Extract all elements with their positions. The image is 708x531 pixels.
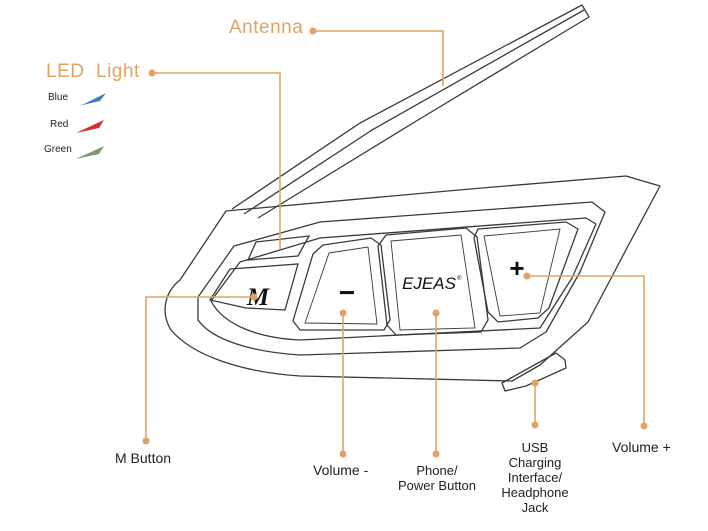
leader-dots [142,27,648,458]
led-leader [152,72,281,249]
plus-glyph: + [509,253,524,283]
m-button[interactable]: M [208,263,299,311]
phone-power-button[interactable]: EJEAS ® [377,227,489,336]
phone-power-label-line1: Phone/ [416,463,458,478]
led-window [246,235,311,261]
brand-logo: EJEAS [402,274,457,293]
antenna-leader [313,30,444,86]
volume-plus-label: Volume + [612,439,671,455]
usb-label-line4: Headphone [501,485,569,500]
device-body [164,175,661,392]
registered-mark: ® [457,275,462,282]
phone-power-label-line2: Power Button [397,478,477,493]
volume-minus-label: Volume - [313,462,369,478]
m-button-label: M Button [115,450,172,466]
led-light-label: LED Light [46,61,140,82]
phone-power-label: Phone/ Power Button [392,463,482,493]
volume-minus-button[interactable]: − [292,237,391,331]
antenna [231,4,590,219]
usb-label-line1: USB [521,440,549,455]
led-blue-label: Blue [48,92,69,103]
minus-glyph: − [339,277,355,308]
volume-plus-leader [527,275,645,426]
m-button-leader [145,296,254,441]
led-red-label: Red [50,119,69,130]
usb-label-line3: Interface/ [507,470,563,485]
usb-label: USB Charging Interface/ Headphone Jack [494,440,576,515]
usb-label-line5: Jack [521,500,549,515]
antenna-label: Antenna [229,17,304,38]
led-red-swatch [76,120,104,133]
volume-plus-button[interactable]: + [473,221,579,323]
usb-label-line2: Charging [508,455,562,470]
led-blue-swatch [78,93,106,106]
led-green-swatch [76,146,104,159]
leader-lines [145,30,645,454]
led-green-label: Green [44,144,72,155]
